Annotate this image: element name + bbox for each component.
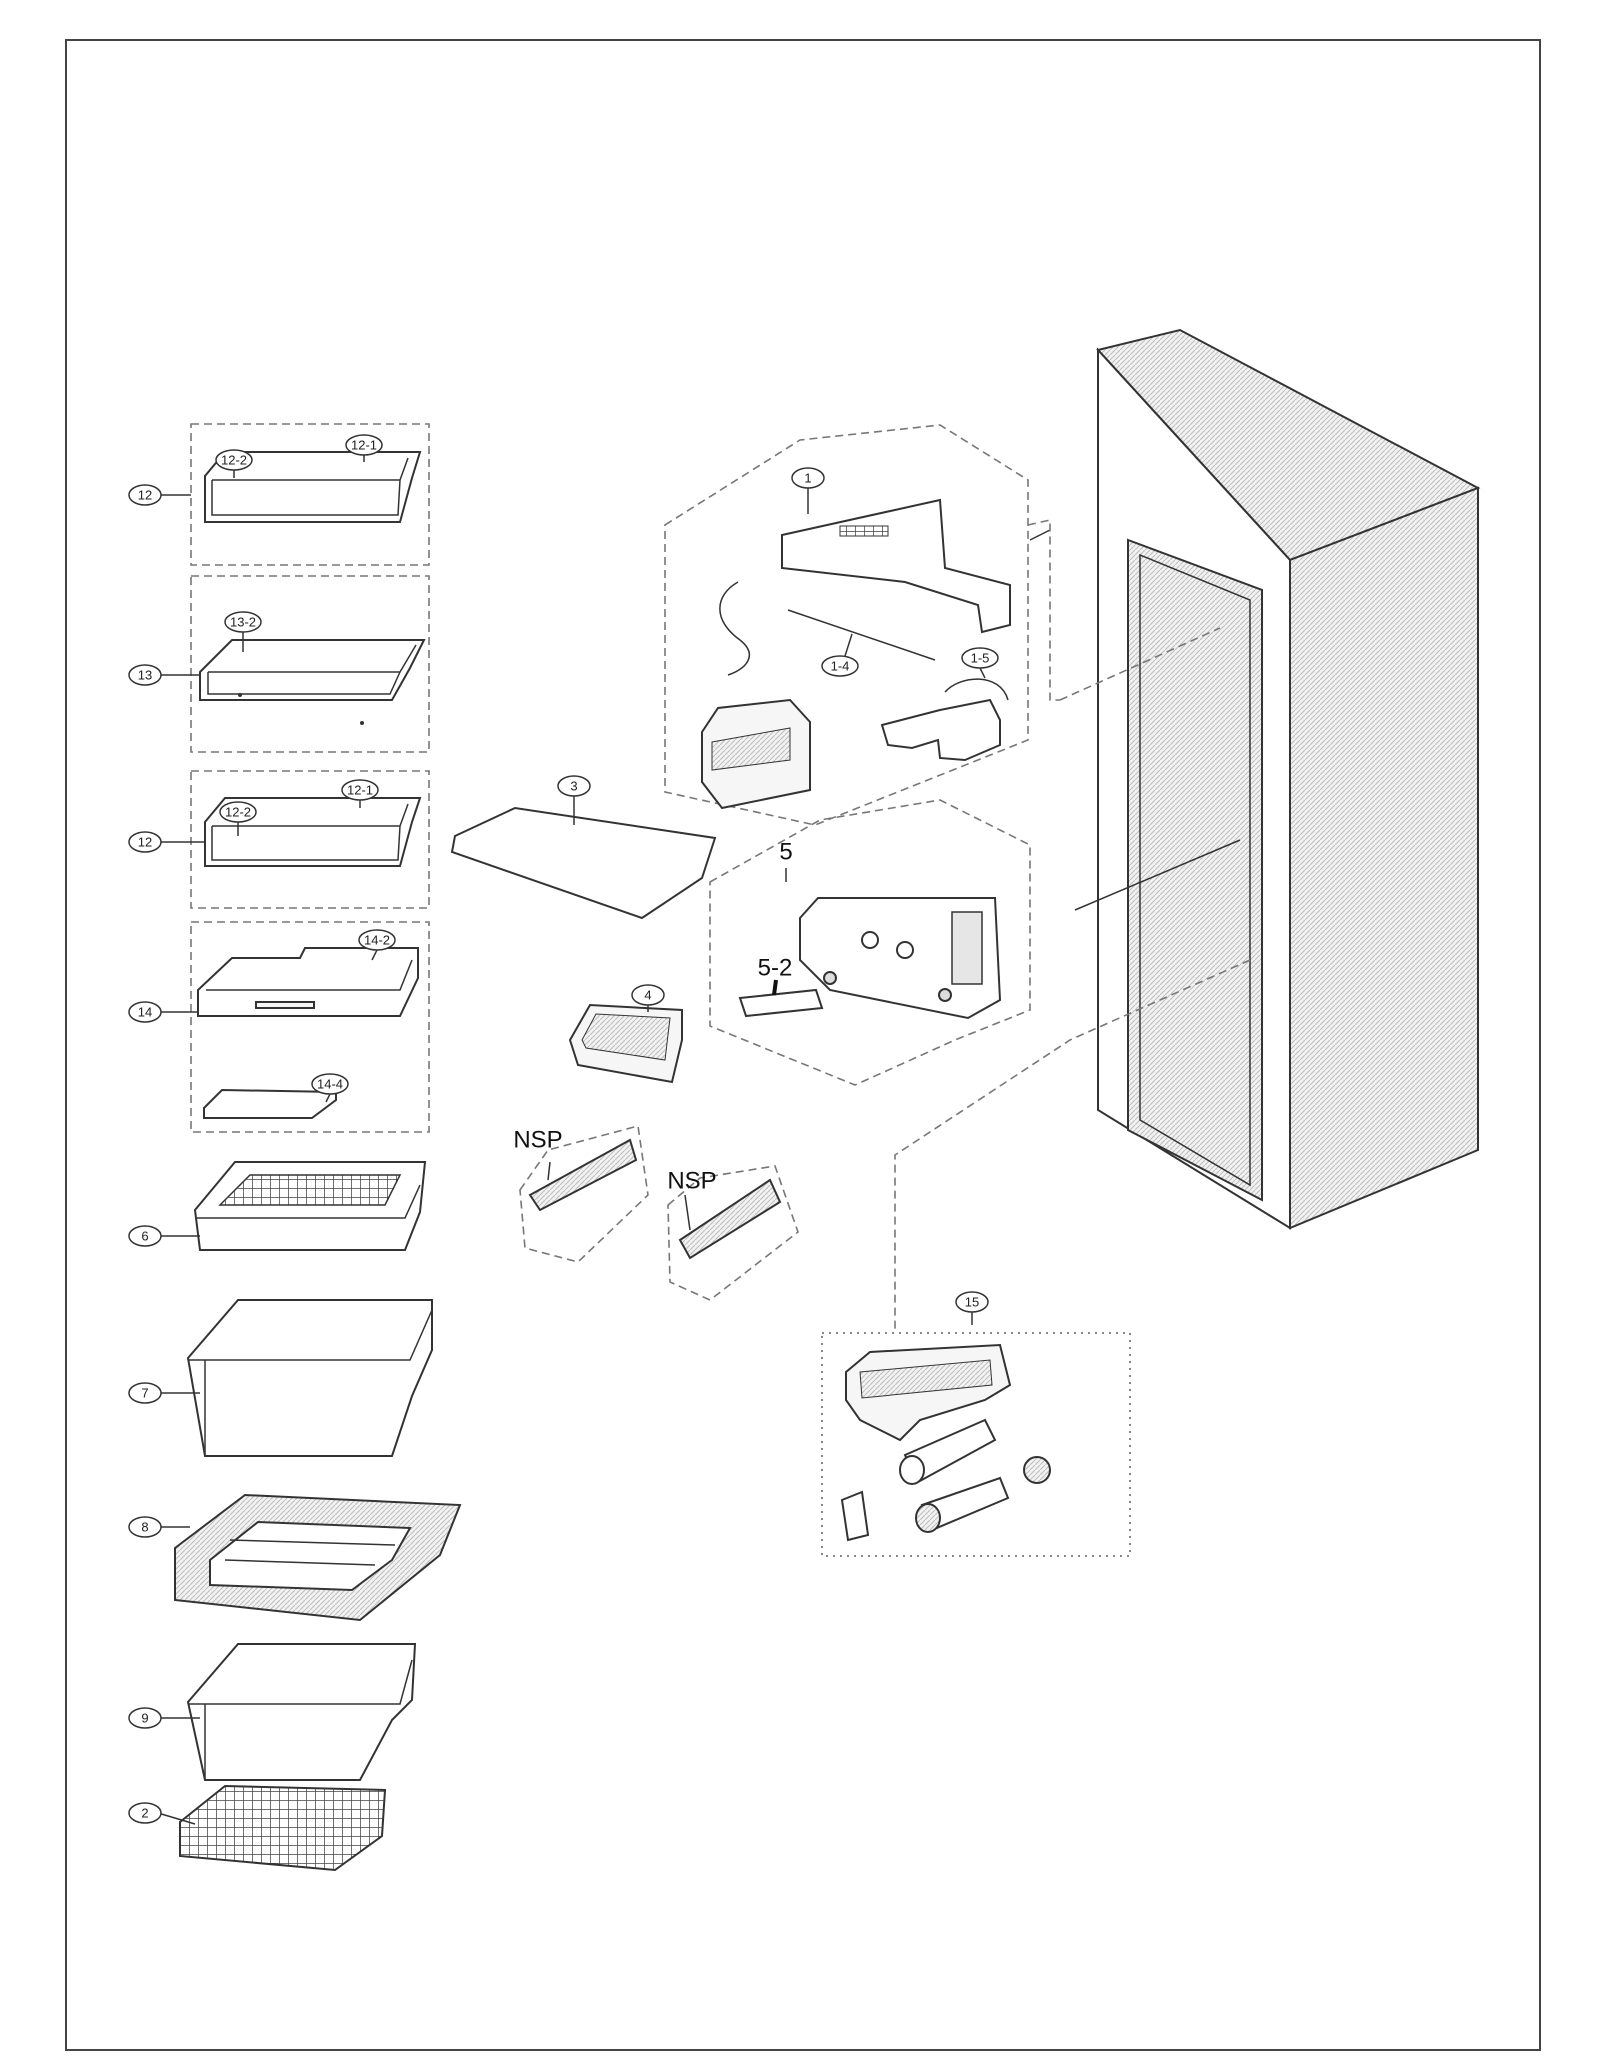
callout-1-4: 1-4	[821, 655, 859, 677]
guide-line-1b	[1059, 627, 1221, 701]
page-frame	[65, 39, 1541, 2051]
callout-12: 12	[128, 484, 162, 506]
label-part-5: 5	[779, 839, 792, 866]
svg-text:7: 7	[141, 1386, 148, 1401]
callout-13-2: 13-2	[224, 611, 262, 652]
shelf-12-second-group	[158, 770, 430, 909]
svg-text:12: 12	[138, 835, 152, 850]
callout-8: 8	[128, 1516, 162, 1538]
drawer-9	[158, 1643, 417, 1781]
callout-12-1-second: 12-1	[341, 779, 379, 808]
assembly-5	[709, 799, 1031, 1086]
part-4	[568, 1003, 683, 1084]
label-nsp-b: NSP	[667, 1168, 716, 1195]
svg-text:15: 15	[965, 1295, 979, 1310]
svg-text:9: 9	[141, 1711, 148, 1726]
nsp-part-b	[667, 1165, 799, 1301]
drawer-7	[158, 1299, 433, 1457]
svg-text:13-2: 13-2	[230, 615, 256, 630]
callout-4: 4	[631, 984, 665, 1006]
svg-text:1: 1	[804, 471, 811, 486]
nsp-part-a	[519, 1124, 649, 1263]
callout-2: 2	[128, 1802, 162, 1824]
crisper-cover-8	[158, 1493, 462, 1622]
callout-12-1: 12-1	[345, 434, 383, 462]
drawer-6	[158, 1161, 427, 1251]
callout-7: 7	[128, 1382, 162, 1404]
svg-text:13: 13	[138, 668, 152, 683]
svg-text:14-4: 14-4	[317, 1077, 343, 1092]
assembly-1	[664, 424, 1051, 826]
tray-2	[157, 1784, 387, 1872]
callout-9: 9	[128, 1707, 162, 1729]
callout-14: 14	[128, 1001, 162, 1023]
label-part-5-2: 5-2	[758, 955, 793, 982]
svg-text:4: 4	[644, 988, 651, 1003]
assembly-15	[821, 1312, 1131, 1557]
callout-6: 6	[128, 1225, 162, 1247]
guide-line-15	[894, 959, 1251, 1330]
callout-12-second: 12	[128, 831, 162, 853]
svg-text:12-2: 12-2	[225, 805, 251, 820]
svg-text:3: 3	[570, 779, 577, 794]
shelf-12-group	[158, 423, 430, 566]
guide-line-1	[1027, 518, 1060, 701]
callout-1-5: 1-5	[961, 647, 999, 679]
callout-13: 13	[128, 664, 162, 686]
svg-text:12-1: 12-1	[351, 438, 377, 453]
shelf-14-group	[158, 921, 430, 1133]
svg-text:12: 12	[138, 488, 152, 503]
svg-text:6: 6	[141, 1229, 148, 1244]
callout-15: 15	[955, 1291, 989, 1313]
callout-14-4: 14-4	[311, 1073, 349, 1103]
callout-1: 1	[791, 467, 825, 489]
callout-14-2: 14-2	[358, 929, 396, 961]
label-nsp-a: NSP	[513, 1127, 562, 1154]
callout-12-2-second: 12-2	[219, 801, 257, 836]
svg-text:14: 14	[138, 1005, 152, 1020]
svg-text:12-2: 12-2	[221, 453, 247, 468]
svg-text:2: 2	[141, 1806, 148, 1821]
refrigerator-cabinet	[1096, 328, 1481, 1230]
guide-line-5	[1074, 839, 1241, 911]
svg-text:1-5: 1-5	[971, 651, 990, 666]
svg-text:14-2: 14-2	[364, 933, 390, 948]
callout-3: 3	[557, 775, 591, 797]
callout-12-2: 12-2	[215, 449, 253, 478]
cover-3	[450, 796, 717, 920]
svg-text:12-1: 12-1	[347, 783, 373, 798]
svg-text:1-4: 1-4	[831, 659, 850, 674]
shelf-13-group	[158, 575, 430, 753]
svg-text:8: 8	[141, 1520, 148, 1535]
